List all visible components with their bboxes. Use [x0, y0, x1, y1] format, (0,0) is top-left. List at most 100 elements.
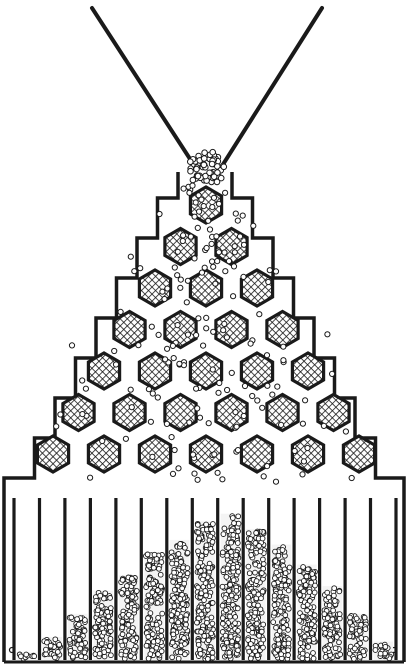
pile-bead [196, 549, 201, 554]
pile-bead [125, 591, 130, 596]
bead [241, 413, 246, 418]
bead [301, 459, 306, 464]
pile-bead [57, 642, 62, 647]
bead [170, 343, 175, 348]
bead [275, 384, 280, 389]
pile-bead [362, 615, 367, 620]
pile-bead [77, 637, 82, 642]
pile-bead [332, 586, 337, 591]
bead [217, 380, 222, 385]
pile-bead [234, 588, 239, 593]
pile-bead [287, 565, 292, 570]
pile-bead [231, 565, 236, 570]
bead [232, 250, 237, 255]
pile-bead [154, 645, 159, 650]
bead [195, 477, 200, 482]
pile-bead [274, 570, 279, 575]
pile-bead [185, 550, 190, 555]
pile-bead [286, 628, 291, 633]
pile-bead [347, 634, 352, 639]
pile-bead [209, 631, 214, 636]
bead [199, 270, 204, 275]
pile-bead [235, 541, 240, 546]
pile-bead [354, 616, 359, 621]
bead [54, 424, 59, 429]
pile-bead [332, 593, 337, 598]
pile-bead [211, 522, 216, 527]
pile-bead [225, 566, 230, 571]
bead [210, 259, 215, 264]
pile-bead [128, 654, 133, 659]
pile-bead [220, 550, 225, 555]
pile-bead [196, 530, 201, 535]
pile-bead [307, 638, 312, 643]
bead [150, 391, 155, 396]
pile-bead [70, 629, 75, 634]
pile-bead [310, 631, 315, 636]
bead [222, 321, 227, 326]
pile-bead [78, 646, 83, 651]
bead [241, 242, 246, 247]
pile-bead [196, 585, 201, 590]
pile-bead [246, 544, 251, 549]
bead [197, 209, 202, 214]
pile-bead [148, 652, 153, 657]
pile-bead [281, 625, 286, 630]
bead [202, 150, 208, 156]
pile-bead [297, 618, 302, 623]
bead [194, 333, 199, 338]
pile-bead [245, 613, 250, 618]
bead [216, 250, 221, 255]
pile-bead [199, 612, 204, 617]
bead [201, 156, 207, 162]
pile-bead [44, 647, 49, 652]
pile-bead [220, 584, 225, 589]
bead [209, 241, 214, 246]
pile-bead [195, 620, 200, 625]
bead [267, 268, 272, 273]
pile-bead [55, 650, 60, 655]
bead [235, 218, 240, 223]
pile-bead [297, 569, 302, 574]
bead [192, 214, 197, 219]
bead [343, 429, 348, 434]
pile-bead [132, 647, 137, 652]
pile-bead [108, 636, 113, 641]
pile-bead [271, 620, 276, 625]
pile-bead [205, 657, 210, 662]
pile-bead [286, 653, 291, 658]
pile-bead [229, 550, 234, 555]
pile-bead [158, 572, 163, 577]
pile-bead [134, 589, 139, 594]
bead [128, 387, 133, 392]
bead [211, 329, 216, 334]
bead [266, 279, 271, 284]
pile-bead [220, 603, 225, 608]
pile-bead [304, 574, 309, 579]
pile-bead [182, 636, 187, 641]
pile-bead [172, 596, 177, 601]
bead [300, 472, 305, 477]
bead [221, 164, 227, 170]
pile-bead [235, 637, 240, 642]
pile-bead [108, 644, 113, 649]
pile-bead [105, 610, 110, 615]
bead [80, 412, 85, 417]
pile-bead [209, 615, 214, 620]
pile-bead [154, 622, 159, 627]
pile-bead [350, 627, 355, 632]
pile-bead [69, 615, 74, 620]
bead [188, 159, 194, 165]
pile-bead [272, 593, 277, 598]
pile-bead [172, 604, 177, 609]
bead [235, 448, 240, 453]
bead [241, 274, 246, 279]
pile-bead [233, 621, 238, 626]
bead [195, 173, 201, 179]
pile-bead [326, 595, 331, 600]
pile-bead [120, 619, 125, 624]
pile-bead [97, 618, 102, 623]
bead [185, 278, 190, 283]
bead [211, 195, 216, 200]
